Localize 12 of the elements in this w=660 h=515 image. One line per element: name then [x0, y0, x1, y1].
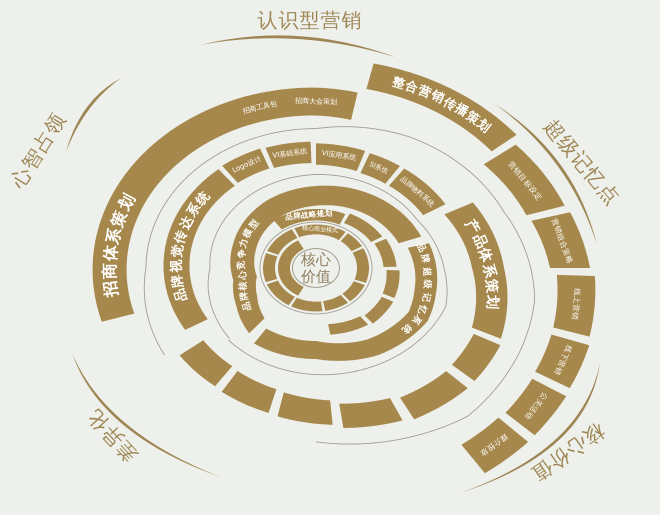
section-label: 核心价值	[528, 420, 608, 486]
segment-label: 招商体系策划	[102, 191, 138, 298]
segment-label: 产品体系策划	[462, 217, 499, 310]
section-label: 认识型营销	[258, 10, 362, 30]
section-label: 差异化	[83, 406, 141, 466]
segment-label: 品牌视觉传达系统	[170, 190, 212, 304]
segment-label: 品牌超级记忆系统	[400, 242, 431, 334]
section-label: 超级记忆点	[540, 115, 624, 209]
section-label: 心智占领	[7, 109, 69, 191]
segment-label: 整合营销传播策划	[392, 75, 493, 134]
segment-label: 品牌核心竞争力模型	[238, 219, 262, 312]
center-label: 核心价值	[301, 252, 331, 284]
